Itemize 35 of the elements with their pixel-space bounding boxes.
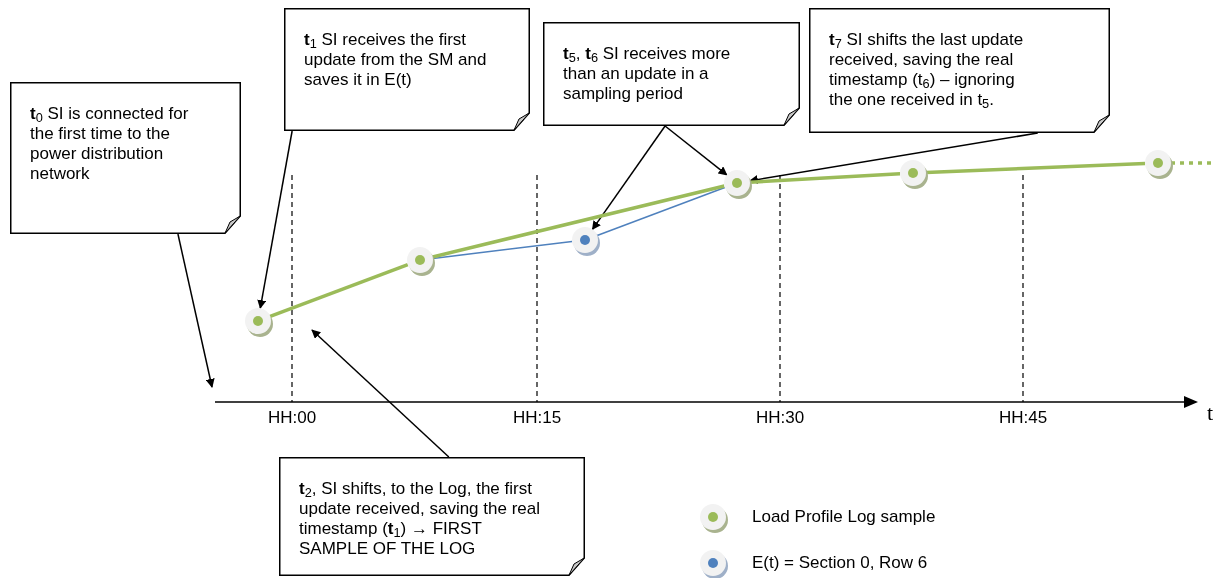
callout-text: t$_{5}$, t$_{6}$ SI receives more than an update in a sampling period xyxy=(563,44,732,104)
plot-line xyxy=(1171,161,1212,165)
callout-box xyxy=(10,82,241,234)
plot-line xyxy=(925,161,1146,175)
callout-text: t$_{2}$, SI shifts, to the Log, the first update received, saving the real timestamp (t$_{1}$) → FIRST SAMPLE OF THE LOG xyxy=(299,479,541,559)
tick-label: HH:30 xyxy=(755,408,805,428)
axis-label: t xyxy=(1207,400,1214,426)
data-point xyxy=(1145,150,1171,176)
callout-box xyxy=(543,22,800,126)
callout-box xyxy=(284,8,530,131)
plot-line xyxy=(269,262,409,319)
leader-arrow xyxy=(257,130,293,310)
plot-line xyxy=(749,172,901,184)
legend-text: E(t) = Section 0, Row 6 xyxy=(752,553,928,573)
leader-arrow xyxy=(311,329,450,458)
leader-arrow xyxy=(664,125,728,176)
callout-box xyxy=(809,8,1110,133)
plot-line xyxy=(432,240,573,260)
tick-label: HH:15 xyxy=(512,408,562,428)
callout-box xyxy=(279,457,585,576)
leader-arrow xyxy=(177,233,215,388)
tick-label: HH:00 xyxy=(267,408,317,428)
callout-text: t$_{7}$ SI shifts the last update received, saving the real timestamp (t$_{6}$) – ignoring the one received in t$_{5}$. xyxy=(829,30,1025,110)
tick-label: HH:45 xyxy=(998,408,1048,428)
data-point xyxy=(245,308,271,334)
data-point xyxy=(724,170,750,196)
callout-text: t$_{0}$ SI is connected for the first time to the power distribution network xyxy=(30,104,190,184)
callout-text: t$_{1}$ SI receives the first update from the SM and saves it in E(t) xyxy=(304,30,488,90)
plot-line xyxy=(432,184,725,259)
data-point xyxy=(572,227,598,253)
data-point xyxy=(900,160,926,186)
data-point xyxy=(407,247,433,273)
legend-text: Load Profile Log sample xyxy=(752,507,936,527)
leader-arrow xyxy=(591,125,666,231)
plot-line xyxy=(596,186,726,237)
